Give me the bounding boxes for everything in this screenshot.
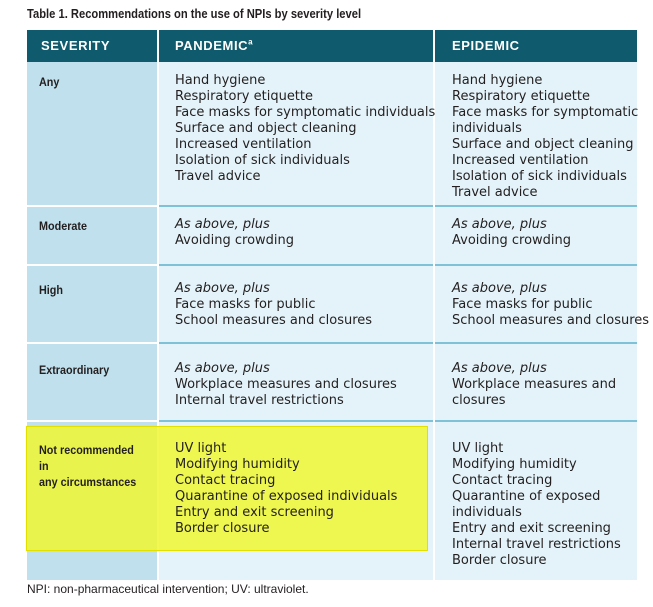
severity-not-recommended-line1: Not recommended in	[39, 443, 134, 473]
header-divider	[157, 30, 159, 62]
list-item: Surface and object cleaning	[452, 137, 634, 152]
pandemic-not-recommended-cell: UV light Modifying humidity Contact trac…	[175, 441, 397, 537]
list-item: Contact tracing	[175, 473, 276, 488]
row-divider	[159, 205, 433, 207]
column-divider	[157, 62, 159, 580]
row-divider	[27, 205, 157, 207]
epidemic-not-recommended-cell: UV light Modifying humidity Contact trac…	[452, 441, 621, 569]
table-header: SEVERITY PANDEMICa EPIDEMIC	[27, 30, 637, 62]
list-item: School measures and closures	[452, 313, 650, 328]
severity-high: High	[39, 283, 64, 297]
list-item: As above, plus	[175, 361, 270, 376]
list-item: Avoiding crowding	[452, 233, 572, 248]
pandemic-moderate-cell: As above, plus Avoiding crowding	[175, 217, 294, 249]
list-item: Quarantine of exposed individuals	[175, 489, 398, 504]
list-item: Modifying humidity	[175, 457, 300, 472]
list-item: Internal travel restrictions	[452, 537, 621, 552]
list-item: Face masks for public	[452, 297, 593, 312]
epidemic-any-cell: Hand hygiene Respiratory etiquette Face …	[452, 73, 638, 201]
list-item: Hand hygiene	[452, 73, 543, 88]
epidemic-extraordinary-cell: As above, plus Workplace measures and cl…	[452, 361, 616, 409]
list-item: Workplace measures and	[452, 377, 617, 392]
severity-not-recommended-line2: any circumstances	[39, 475, 137, 489]
table-footnote: NPI: non-pharmaceutical intervention; UV…	[27, 582, 309, 596]
row-divider	[159, 342, 433, 344]
list-item: Internal travel restrictions	[175, 393, 344, 408]
list-item: Travel advice	[452, 185, 538, 200]
header-pandemic: PANDEMICa	[175, 37, 254, 53]
list-item: Modifying humidity	[452, 457, 577, 472]
column-divider	[433, 62, 435, 580]
list-item: School measures and closures	[175, 313, 373, 328]
list-item: Border closure	[452, 553, 547, 568]
list-item: closures	[452, 393, 506, 408]
header-divider	[433, 30, 435, 62]
list-item: Travel advice	[175, 169, 261, 184]
severity-any: Any	[39, 75, 60, 89]
list-item: Hand hygiene	[175, 73, 266, 88]
list-item: As above, plus	[452, 217, 547, 232]
list-item: Border closure	[175, 521, 270, 536]
row-divider	[435, 205, 637, 207]
header-severity: SEVERITY	[41, 38, 111, 53]
list-item: Face masks for symptomatic	[452, 105, 639, 120]
severity-not-recommended: Not recommended in any circumstances	[39, 442, 143, 490]
list-item: Increased ventilation	[175, 137, 312, 152]
highlight-annotation	[26, 426, 428, 551]
row-divider	[27, 342, 157, 344]
row-divider	[27, 264, 157, 266]
table-caption: Table 1. Recommendations on the use of N…	[27, 6, 362, 21]
list-item: UV light	[452, 441, 504, 456]
row-divider	[435, 342, 637, 344]
list-item: Respiratory etiquette	[175, 89, 314, 104]
header-pandemic-footnote-marker: a	[248, 37, 254, 47]
severity-extraordinary: Extraordinary	[39, 363, 110, 377]
list-item: Face masks for public	[175, 297, 316, 312]
pandemic-any-cell: Hand hygiene Respiratory etiquette Face …	[175, 73, 435, 185]
row-divider	[159, 264, 433, 266]
list-item: Isolation of sick individuals	[175, 153, 350, 168]
header-epidemic: EPIDEMIC	[452, 38, 520, 53]
list-item: As above, plus	[452, 281, 547, 296]
list-item: Increased ventilation	[452, 153, 589, 168]
pandemic-extraordinary-cell: As above, plus Workplace measures and cl…	[175, 361, 397, 409]
list-item: Isolation of sick individuals	[452, 169, 627, 184]
list-item: UV light	[175, 441, 227, 456]
list-item: Surface and object cleaning	[175, 121, 357, 136]
list-item: Workplace measures and closures	[175, 377, 397, 392]
row-divider	[435, 420, 637, 422]
pandemic-high-cell: As above, plus Face masks for public Sch…	[175, 281, 372, 329]
list-item: As above, plus	[175, 217, 270, 232]
list-item: Quarantine of exposed	[452, 489, 601, 504]
severity-moderate: Moderate	[39, 219, 88, 233]
list-item: Entry and exit screening	[175, 505, 334, 520]
row-divider	[435, 264, 637, 266]
list-item: As above, plus	[175, 281, 270, 296]
list-item: Entry and exit screening	[452, 521, 611, 536]
list-item: Avoiding crowding	[175, 233, 295, 248]
list-item: individuals	[452, 505, 522, 520]
list-item: individuals	[452, 121, 522, 136]
row-divider	[159, 420, 433, 422]
list-item: Face masks for symptomatic individuals	[175, 105, 436, 120]
row-divider	[27, 420, 157, 422]
epidemic-high-cell: As above, plus Face masks for public Sch…	[452, 281, 649, 329]
list-item: As above, plus	[452, 361, 547, 376]
list-item: Respiratory etiquette	[452, 89, 591, 104]
list-item: Contact tracing	[452, 473, 553, 488]
epidemic-moderate-cell: As above, plus Avoiding crowding	[452, 217, 571, 249]
